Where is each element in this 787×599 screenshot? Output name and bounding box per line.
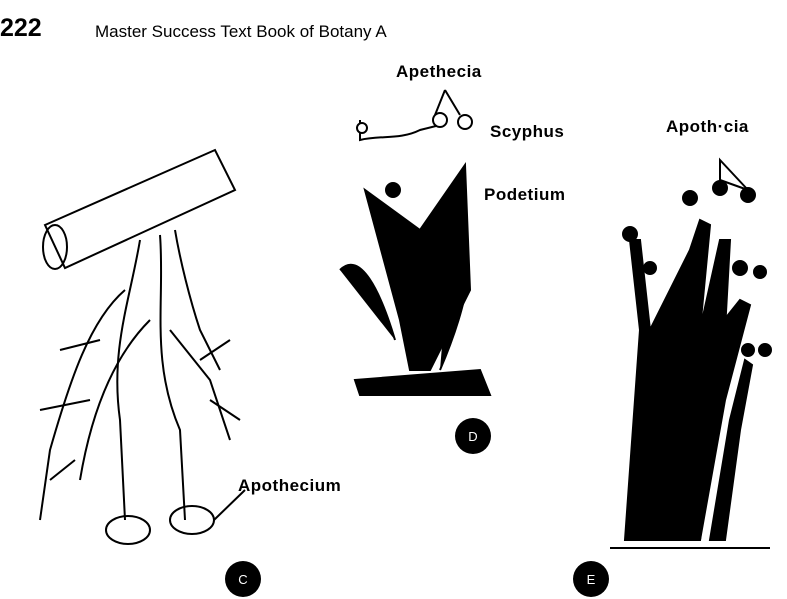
- figure-e-drawing: [610, 157, 772, 549]
- label-podetium: Podetium: [484, 185, 566, 204]
- label-apothecium: Apothecium: [238, 476, 342, 495]
- figure-label-c: C: [225, 561, 261, 597]
- figure-label-e: E: [573, 561, 609, 597]
- page-number: 222: [0, 14, 42, 42]
- figure-c-drawing: [39, 148, 246, 545]
- book-title: Master Success Text Book of Botany A: [95, 22, 387, 41]
- figure-d-drawing: [339, 89, 492, 396]
- figure-label-d: D: [455, 418, 491, 454]
- label-scyphus: Scyphus: [490, 122, 565, 141]
- label-apethecia: Apethecia: [396, 62, 482, 81]
- label-apothecia: Apoth·cia: [666, 117, 749, 136]
